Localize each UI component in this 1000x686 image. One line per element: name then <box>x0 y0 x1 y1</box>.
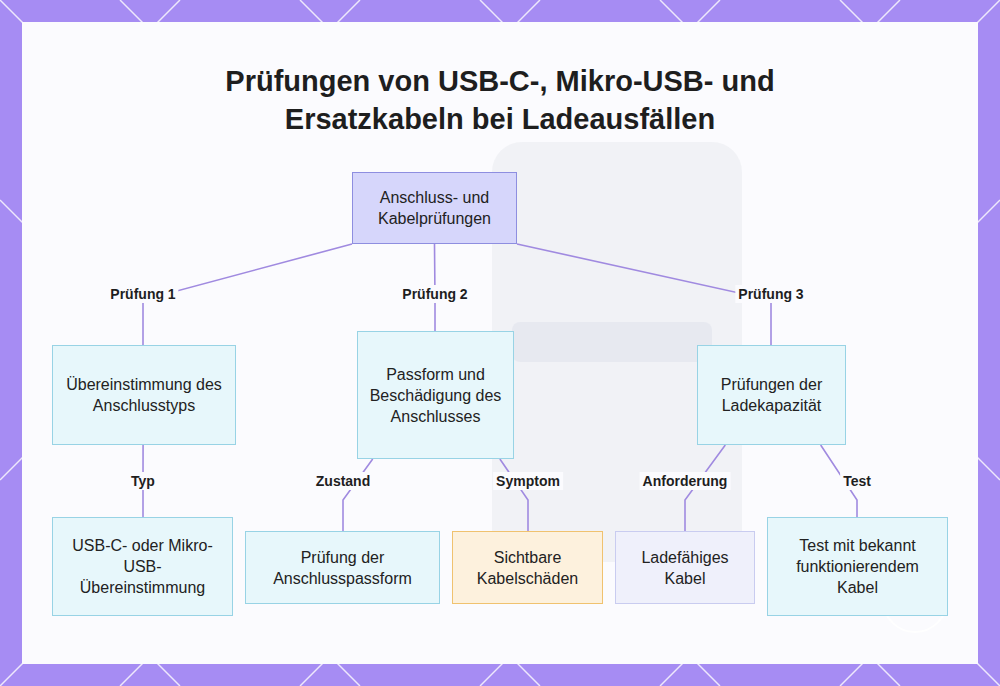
node-text: USB-C- oder Mikro-USB-Übereinstimmung <box>61 535 224 598</box>
check-box: Prüfungen der Ladekapazität <box>697 345 846 445</box>
node-text: Passform und Beschädigung des Anschlusse… <box>366 364 505 427</box>
connector-line <box>500 459 528 531</box>
requirement-box: Ladefähiges Kabel <box>615 531 755 604</box>
symptom-box: Sichtbare Kabelschäden <box>452 531 603 604</box>
edge-label: Prüfung 2 <box>399 285 470 303</box>
edge-label: Typ <box>128 472 158 490</box>
node-text-group: Prüfung der Anschlusspassform <box>254 547 431 589</box>
node-text: Prüfungen der Ladekapazität <box>706 374 837 416</box>
connector-line <box>517 244 771 345</box>
node-text: Prüfung der Anschlusspassform <box>254 547 431 589</box>
root-box: Anschluss- und Kabelprüfungen <box>352 172 517 244</box>
node-text-group: Test mit bekannt funktionierendem Kabel <box>776 535 939 598</box>
diagram-title: Prüfungen von USB-C-, Mikro-USB- und Ers… <box>150 62 850 138</box>
check-box: Passform und Beschädigung des Anschlusse… <box>357 331 514 459</box>
node-text-group: Übereinstimmung des Anschlusstyps <box>61 374 227 416</box>
connector-line <box>343 459 373 531</box>
edge-label: Prüfung 1 <box>107 285 178 303</box>
node-text: Test mit bekannt funktionierendem Kabel <box>776 535 939 598</box>
edge-label: Symptom <box>493 472 563 490</box>
edge-label: Anforderung <box>640 472 731 490</box>
node-text-group: Passform und Beschädigung des Anschlusse… <box>366 364 505 427</box>
detail-box: Prüfung der Anschlusspassform <box>245 531 440 604</box>
edge-label: Zustand <box>313 472 373 490</box>
node-text-group: Anschluss- und Kabelprüfungen <box>361 187 508 229</box>
node-text: Ladefähiges Kabel <box>624 547 746 589</box>
node-text-group: Prüfungen der Ladekapazität <box>706 374 837 416</box>
edge-label: Prüfung 3 <box>735 285 806 303</box>
node-text-group: Sichtbare Kabelschäden <box>461 547 594 589</box>
check-box: Übereinstimmung des Anschlusstyps <box>52 345 236 445</box>
detail-box: USB-C- oder Mikro-USB-Übereinstimmung <box>52 517 233 616</box>
node-text: Sichtbare Kabelschäden <box>461 547 594 589</box>
node-text: Anschluss- und Kabelprüfungen <box>361 187 508 229</box>
node-text-group: Ladefähiges Kabel <box>624 547 746 589</box>
node-text: Übereinstimmung des Anschlusstyps <box>61 374 227 416</box>
edge-label: Test <box>840 472 874 490</box>
detail-box: Test mit bekannt funktionierendem Kabel <box>767 517 948 616</box>
node-text-group: USB-C- oder Mikro-USB-Übereinstimmung <box>61 535 224 598</box>
